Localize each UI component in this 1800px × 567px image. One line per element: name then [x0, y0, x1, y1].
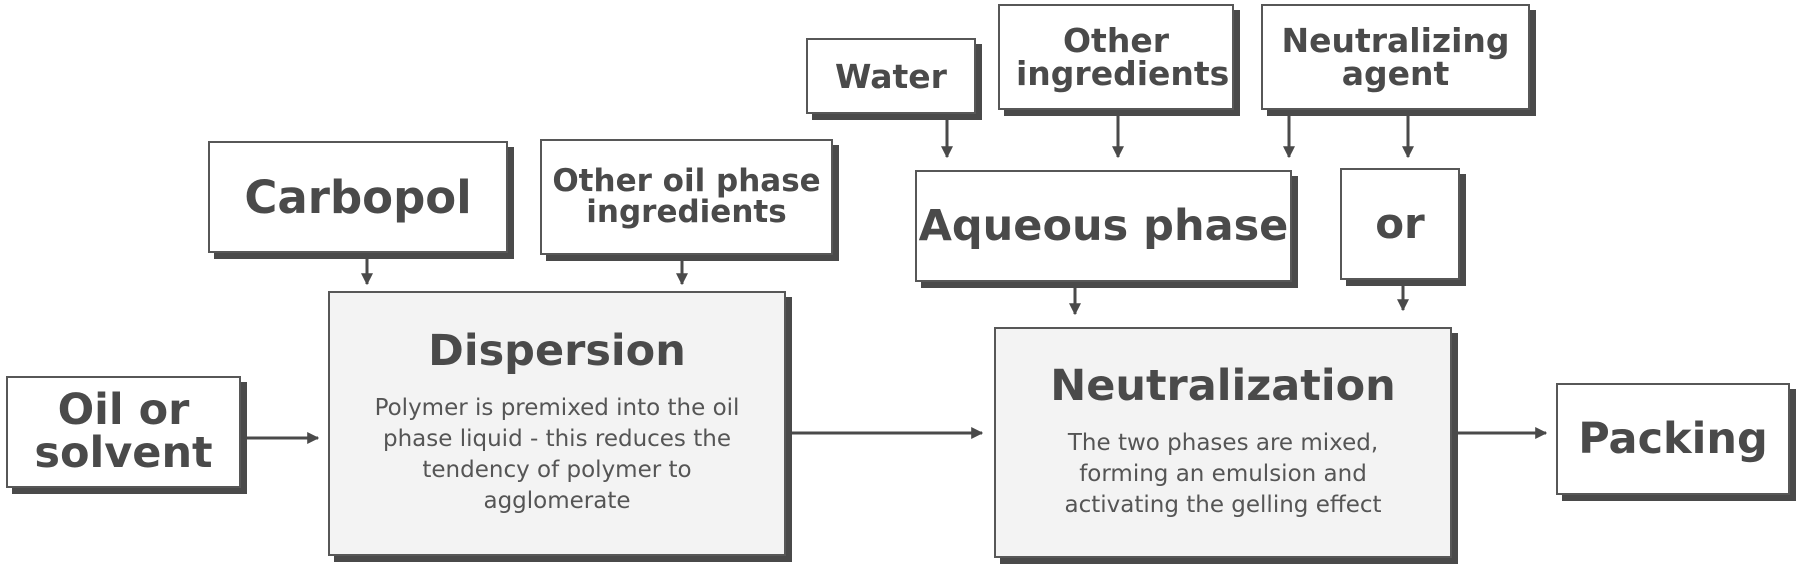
dispersion-title: Dispersion [428, 326, 686, 376]
or-label: or [1375, 199, 1425, 248]
packing-label: Packing [1578, 413, 1768, 464]
other-oil-phase-label: Other oil phase ingredients [552, 163, 821, 230]
aqueous-phase-label: Aqueous phase [918, 200, 1289, 251]
or-box: or [1340, 168, 1460, 280]
neutralization-description: The two phases are mixed, forming an emu… [1064, 429, 1382, 518]
dispersion-box: Dispersion Polymer is premixed into the … [328, 291, 786, 556]
neutralization-box: Neutralization The two phases are mixed,… [994, 327, 1452, 558]
neutralization-title: Neutralization [1050, 360, 1396, 411]
carbopol-box: Carbopol [208, 141, 508, 253]
other-ingredients-box: Other ingredients [998, 4, 1234, 110]
other-ingredients-label: Other ingredients [1016, 21, 1230, 93]
dispersion-description: Polymer is premixed into the oil phase l… [374, 395, 740, 514]
oil-or-solvent-label: Oil or solvent [34, 385, 213, 478]
neutralizing-agent-box: Neutralizing agent [1261, 4, 1530, 110]
carbopol-label: Carbopol [244, 170, 472, 224]
other-oil-phase-box: Other oil phase ingredients [540, 139, 833, 255]
neutralizing-agent-label: Neutralizing agent [1281, 21, 1510, 93]
water-box: Water [806, 38, 976, 114]
packing-box: Packing [1556, 383, 1790, 495]
oil-or-solvent-box: Oil or solvent [6, 376, 241, 488]
water-label: Water [835, 56, 947, 96]
aqueous-phase-box: Aqueous phase [915, 170, 1292, 282]
